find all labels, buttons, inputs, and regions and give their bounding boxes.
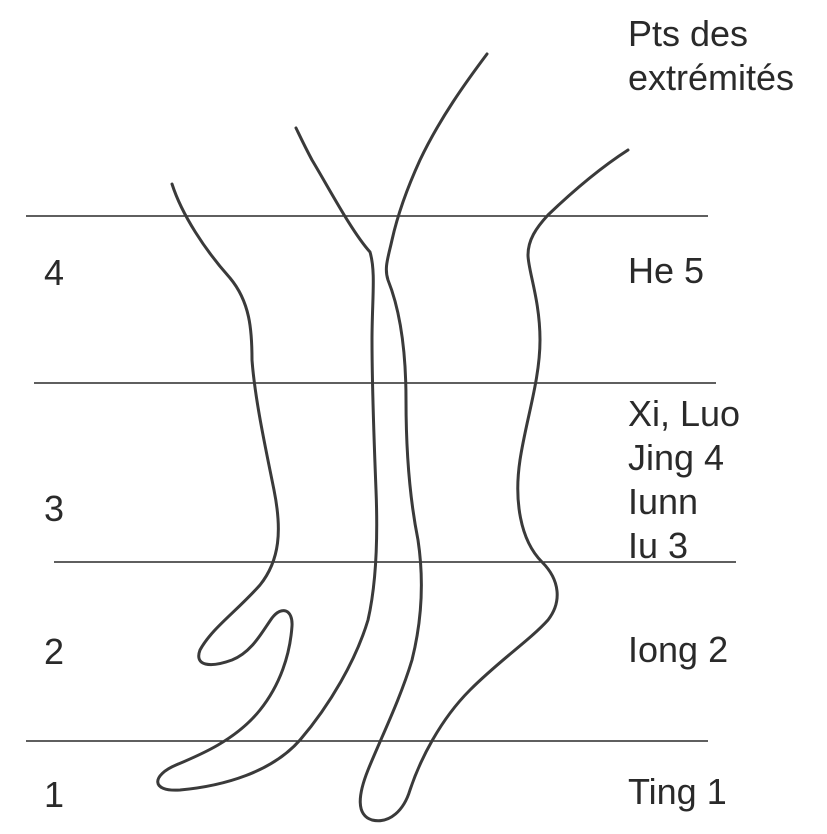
zone-number-2: 2 xyxy=(44,630,64,674)
zone-1-point-label: Ting 1 xyxy=(628,770,727,814)
zone-3-point-label: Iunn xyxy=(628,480,740,524)
zone-3-point-labels: Xi, Luo Jing 4 Iunn Iu 3 xyxy=(628,392,740,568)
title-line-1: Pts des xyxy=(628,12,794,56)
zone-number-1: 1 xyxy=(44,773,64,817)
zone-3-point-label: Xi, Luo xyxy=(628,392,740,436)
zone-2-point-label: Iong 2 xyxy=(628,628,728,672)
zone-number-3: 3 xyxy=(44,487,64,531)
hand-outline xyxy=(158,128,377,790)
zone-3-point-label: Jing 4 xyxy=(628,436,740,480)
zone-3-point-label: Iu 3 xyxy=(628,524,740,568)
foot-outline xyxy=(360,54,628,821)
title-line-2: extrémités xyxy=(628,56,794,100)
zone-4-point-label: He 5 xyxy=(628,249,704,293)
diagram-title: Pts des extrémités xyxy=(628,12,794,100)
zone-number-4: 4 xyxy=(44,251,64,295)
